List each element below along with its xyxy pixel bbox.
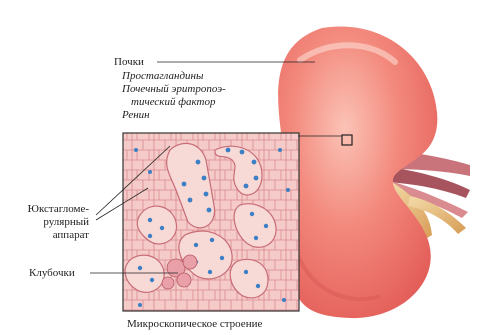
juxta-label-2: рулярный xyxy=(43,216,89,228)
hormone-erythropoietic-1: Почечный эритропоэ- xyxy=(122,83,226,95)
inset-caption: Микроскопическое строение xyxy=(127,318,262,330)
juxta-label-1: Юкстагломе- xyxy=(28,203,89,215)
microscopic-inset xyxy=(123,133,299,311)
hormone-renin: Ренин xyxy=(122,109,150,121)
hormone-erythropoietic-2: тический фактор xyxy=(131,96,215,108)
juxta-label-3: аппарат xyxy=(53,229,89,241)
kidney-label: Почки xyxy=(114,56,144,68)
glomeruli-label: Клубочки xyxy=(29,267,75,279)
hormone-prostaglandins: Простагландины xyxy=(122,70,203,82)
